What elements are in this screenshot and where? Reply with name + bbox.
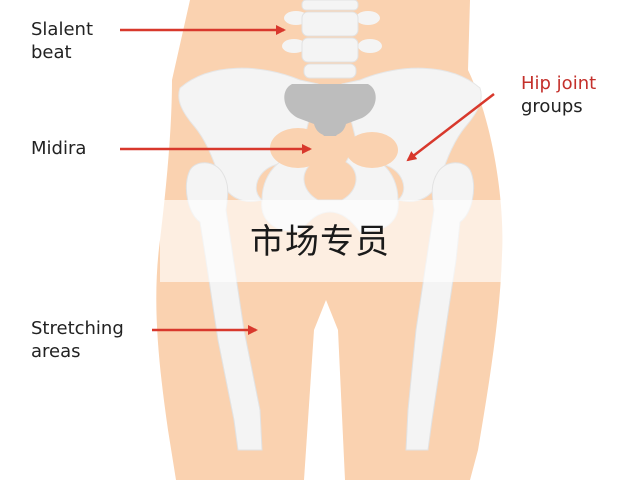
left-ilium (178, 67, 319, 202)
slalent-label-line1: Slalent (31, 19, 93, 40)
watermark-text: 市场专员 (250, 222, 390, 262)
right-obturator (346, 132, 398, 168)
midira-label: Midira (31, 138, 87, 159)
right-ilium (341, 67, 482, 202)
hip-joint-label-line1: Hip joint (521, 73, 597, 94)
slalent-label-line2: beat (31, 42, 72, 63)
stretching-label-line2: areas (31, 341, 81, 362)
lumbar-spine (282, 0, 382, 79)
hip-joint-label-line2: groups (521, 96, 583, 117)
stretching-label-line1: Stretching (31, 318, 124, 339)
watermark-band (160, 200, 640, 282)
hip-joint-arrow (406, 93, 495, 162)
sacrum (284, 84, 376, 136)
